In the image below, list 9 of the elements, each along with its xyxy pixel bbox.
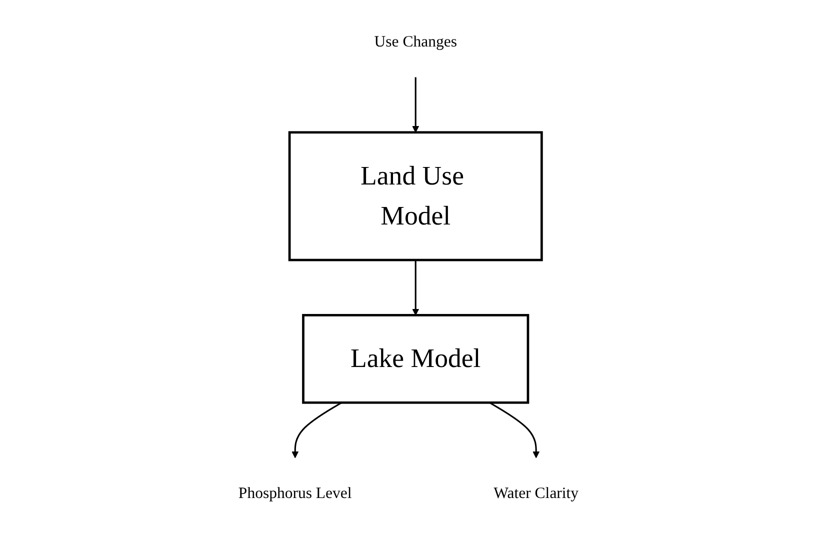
- text-label: Water Clarity: [494, 484, 579, 502]
- text-label: Use Changes: [374, 33, 457, 50]
- model-box: Lake Model: [302, 314, 530, 404]
- arrow: [489, 402, 540, 458]
- arrow: [412, 77, 420, 133]
- arrow: [292, 402, 342, 458]
- arrow: [412, 260, 420, 316]
- text-label: Phosphorus Level: [238, 484, 352, 502]
- model-box: Land Use Model: [288, 131, 543, 262]
